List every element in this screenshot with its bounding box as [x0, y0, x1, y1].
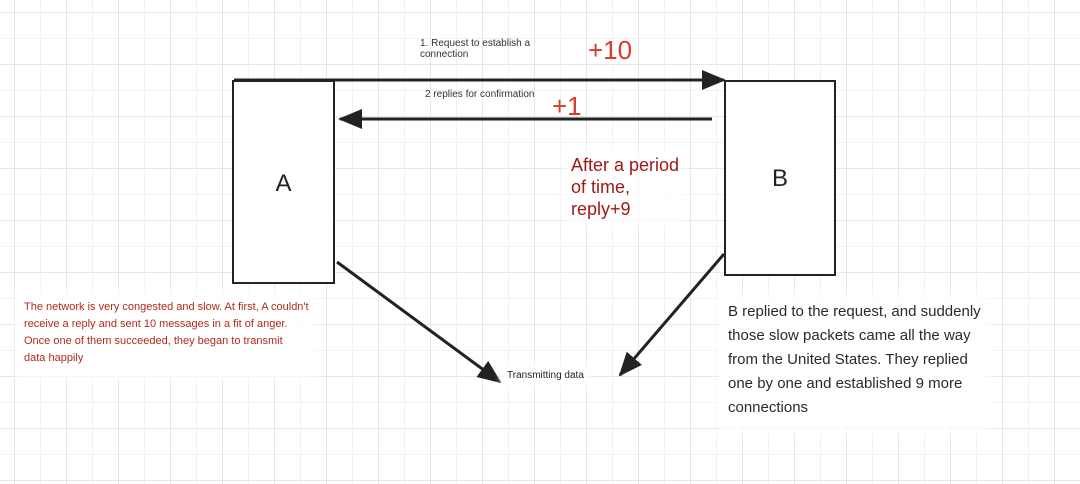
request-count: +10 — [588, 35, 633, 65]
b-note-line: B replied to the request, and suddenly — [728, 303, 981, 320]
b-note-line: those slow packets came all the way — [728, 327, 971, 344]
node-a-box — [232, 80, 335, 284]
confirm-label: 2 replies for confirmation — [425, 89, 535, 100]
a-explanation-note: The network is very congested and slow. … — [22, 297, 311, 373]
b-note-line: one by one and established 9 more — [728, 375, 963, 392]
node-b-label: B — [771, 165, 788, 192]
node-a-label: A — [275, 170, 292, 197]
b-transmit-arrow — [618, 253, 726, 377]
a-note-line: Once one of them succeeded, they began t… — [24, 335, 283, 347]
confirm-count: +1 — [552, 91, 582, 121]
request-label-line1: 1. Request to establish a — [420, 38, 531, 49]
b-explanation-note: B replied to the request, and suddenly t… — [724, 300, 985, 426]
request-label-line2: connection — [420, 49, 469, 60]
b-note-line: from the United States. They replied — [728, 351, 968, 368]
node-b-box — [724, 80, 836, 276]
request-label: 1. Request to establish a connection — [420, 38, 530, 60]
period-note-line: reply+9 — [571, 199, 631, 219]
a-note-line: data happily — [24, 352, 84, 364]
transmit-label: Transmitting data — [507, 370, 584, 381]
a-note-line: receive a reply and sent 10 messages in … — [24, 318, 288, 330]
a-transmit-arrow — [336, 260, 502, 384]
period-note-line: After a period — [571, 155, 680, 175]
period-note-line: of time, — [571, 177, 631, 197]
b-note-line: connections — [728, 399, 809, 416]
a-note-line: The network is very congested and slow. … — [24, 301, 309, 313]
period-note: After a period of time, reply+9 — [571, 154, 680, 220]
